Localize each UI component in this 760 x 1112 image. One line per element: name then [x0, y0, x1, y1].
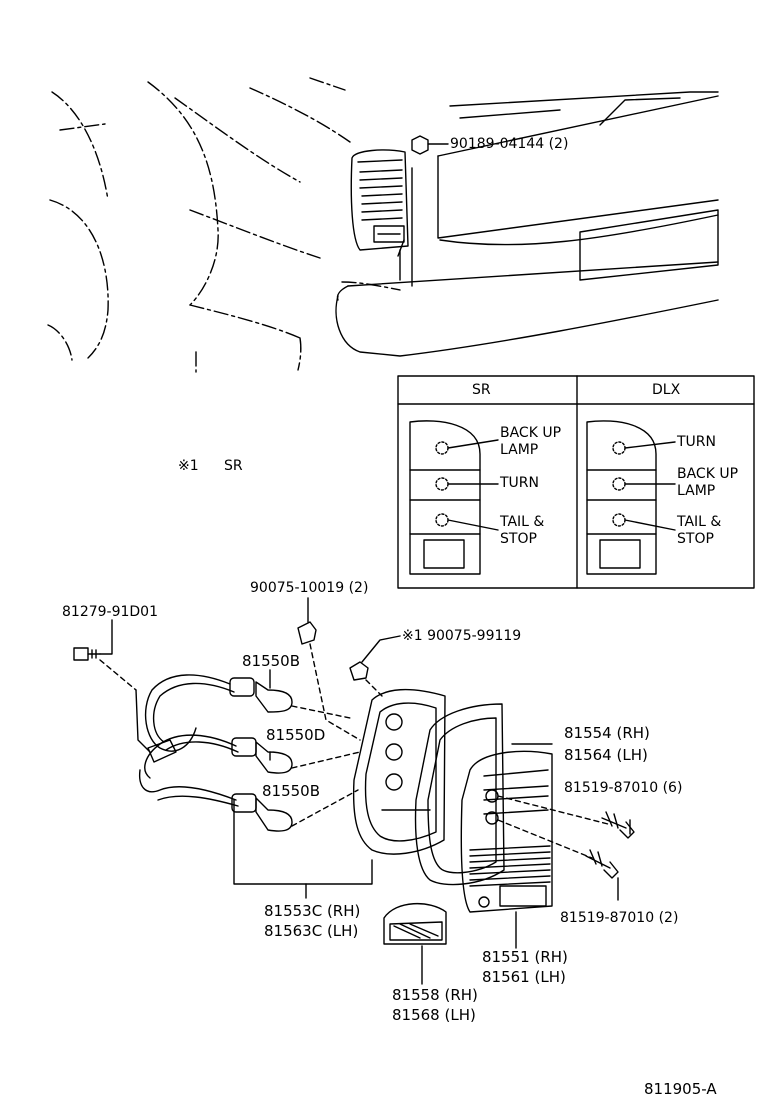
dlx-tail-1: TAIL & — [677, 514, 722, 530]
dlx-tail-2: STOP — [677, 531, 714, 547]
wiring-harness — [135, 674, 257, 813]
label-81561-lh: 81561 (LH) — [482, 968, 566, 986]
bulbs — [255, 669, 293, 832]
nut-90075-99119-icon — [349, 635, 401, 681]
table-header-dlx: DLX — [652, 382, 681, 398]
tail-lamp-lens — [460, 750, 553, 913]
vehicle-body-lines — [335, 91, 719, 357]
label-81564-lh: 81564 (LH) — [564, 746, 648, 764]
label-81553c-rh: 81553C (RH) — [264, 902, 361, 920]
label-leaders — [233, 239, 631, 985]
lamp-position-table — [397, 375, 755, 589]
note-text: SR — [224, 458, 243, 474]
label-81519-87010-2: 81519-87010 (2) — [560, 910, 679, 926]
sr-tail-2: STOP — [500, 531, 537, 547]
sr-turn: TURN — [500, 475, 539, 491]
gasket — [414, 703, 505, 886]
sr-tail-1: TAIL & — [500, 514, 545, 530]
label-81558-rh: 81558 (RH) — [392, 986, 478, 1004]
label-81550d: 81550D — [266, 726, 326, 744]
socket-housing — [352, 688, 446, 855]
label-81519-87010-6: 81519-87010 (6) — [564, 780, 683, 796]
label-81279-91d01: 81279-91D01 — [62, 604, 158, 620]
sr-backup-2: LAMP — [500, 442, 539, 458]
label-81550b-bottom: 81550B — [262, 782, 321, 800]
label-81554-rh: 81554 (RH) — [564, 724, 650, 742]
table-header-sr: SR — [472, 382, 491, 398]
screw-81279-icon — [73, 619, 113, 661]
screws-81519 — [585, 811, 635, 879]
vehicle-rear-outline — [47, 77, 401, 373]
figure-id: 811905-A — [644, 1080, 717, 1098]
label-81551-rh: 81551 (RH) — [482, 948, 568, 966]
note-mark: ※1 — [178, 458, 199, 474]
vehicle-tail-lamp — [350, 149, 409, 251]
label-90189-04144: 90189-04144 (2) — [450, 136, 569, 152]
dlx-backup-2: LAMP — [677, 483, 716, 499]
label-81550b-top: 81550B — [242, 652, 301, 670]
label-90075-10019: 90075-10019 (2) — [250, 580, 369, 596]
clip-90075-10019-icon — [297, 597, 317, 645]
screw-90189-icon — [411, 135, 449, 155]
dlx-backup-1: BACK UP — [677, 466, 739, 482]
label-81563c-lh: 81563C (LH) — [264, 922, 359, 940]
label-90075-99119: ※1 90075-99119 — [402, 628, 522, 644]
leader-dashed-lines — [99, 643, 609, 859]
label-81568-lh: 81568 (LH) — [392, 1006, 476, 1024]
reflector — [383, 902, 447, 945]
dlx-turn: TURN — [677, 434, 716, 450]
sr-backup-1: BACK UP — [500, 425, 562, 441]
